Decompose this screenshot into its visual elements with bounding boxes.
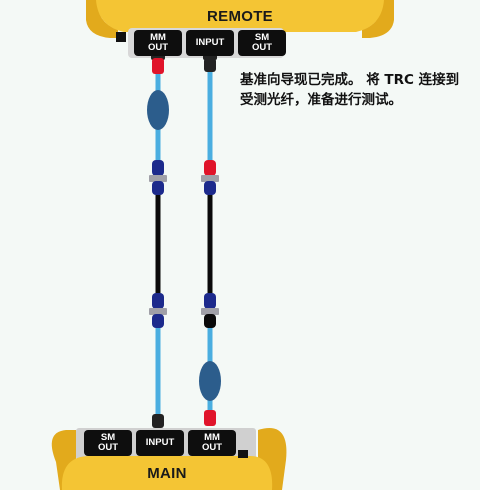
main-mm-out-port: MM OUT <box>188 430 236 456</box>
instruction-text: 基准向导现已完成。 将 TRC 连接到受测光纤，准备进行测试。 <box>240 72 460 108</box>
remote-input-port: INPUT <box>186 30 234 56</box>
right-fiber-path <box>199 52 221 426</box>
remote-unit-label: REMOTE <box>207 8 273 25</box>
remote-sm-out-port: SM OUT <box>238 30 286 56</box>
main-input-port: INPUT <box>136 430 184 456</box>
main-sm-out-port: SM OUT <box>84 430 132 456</box>
remote-mm-out-port: MM OUT <box>134 30 182 56</box>
left-fiber-path <box>147 52 169 428</box>
main-unit-label: MAIN <box>147 465 187 482</box>
